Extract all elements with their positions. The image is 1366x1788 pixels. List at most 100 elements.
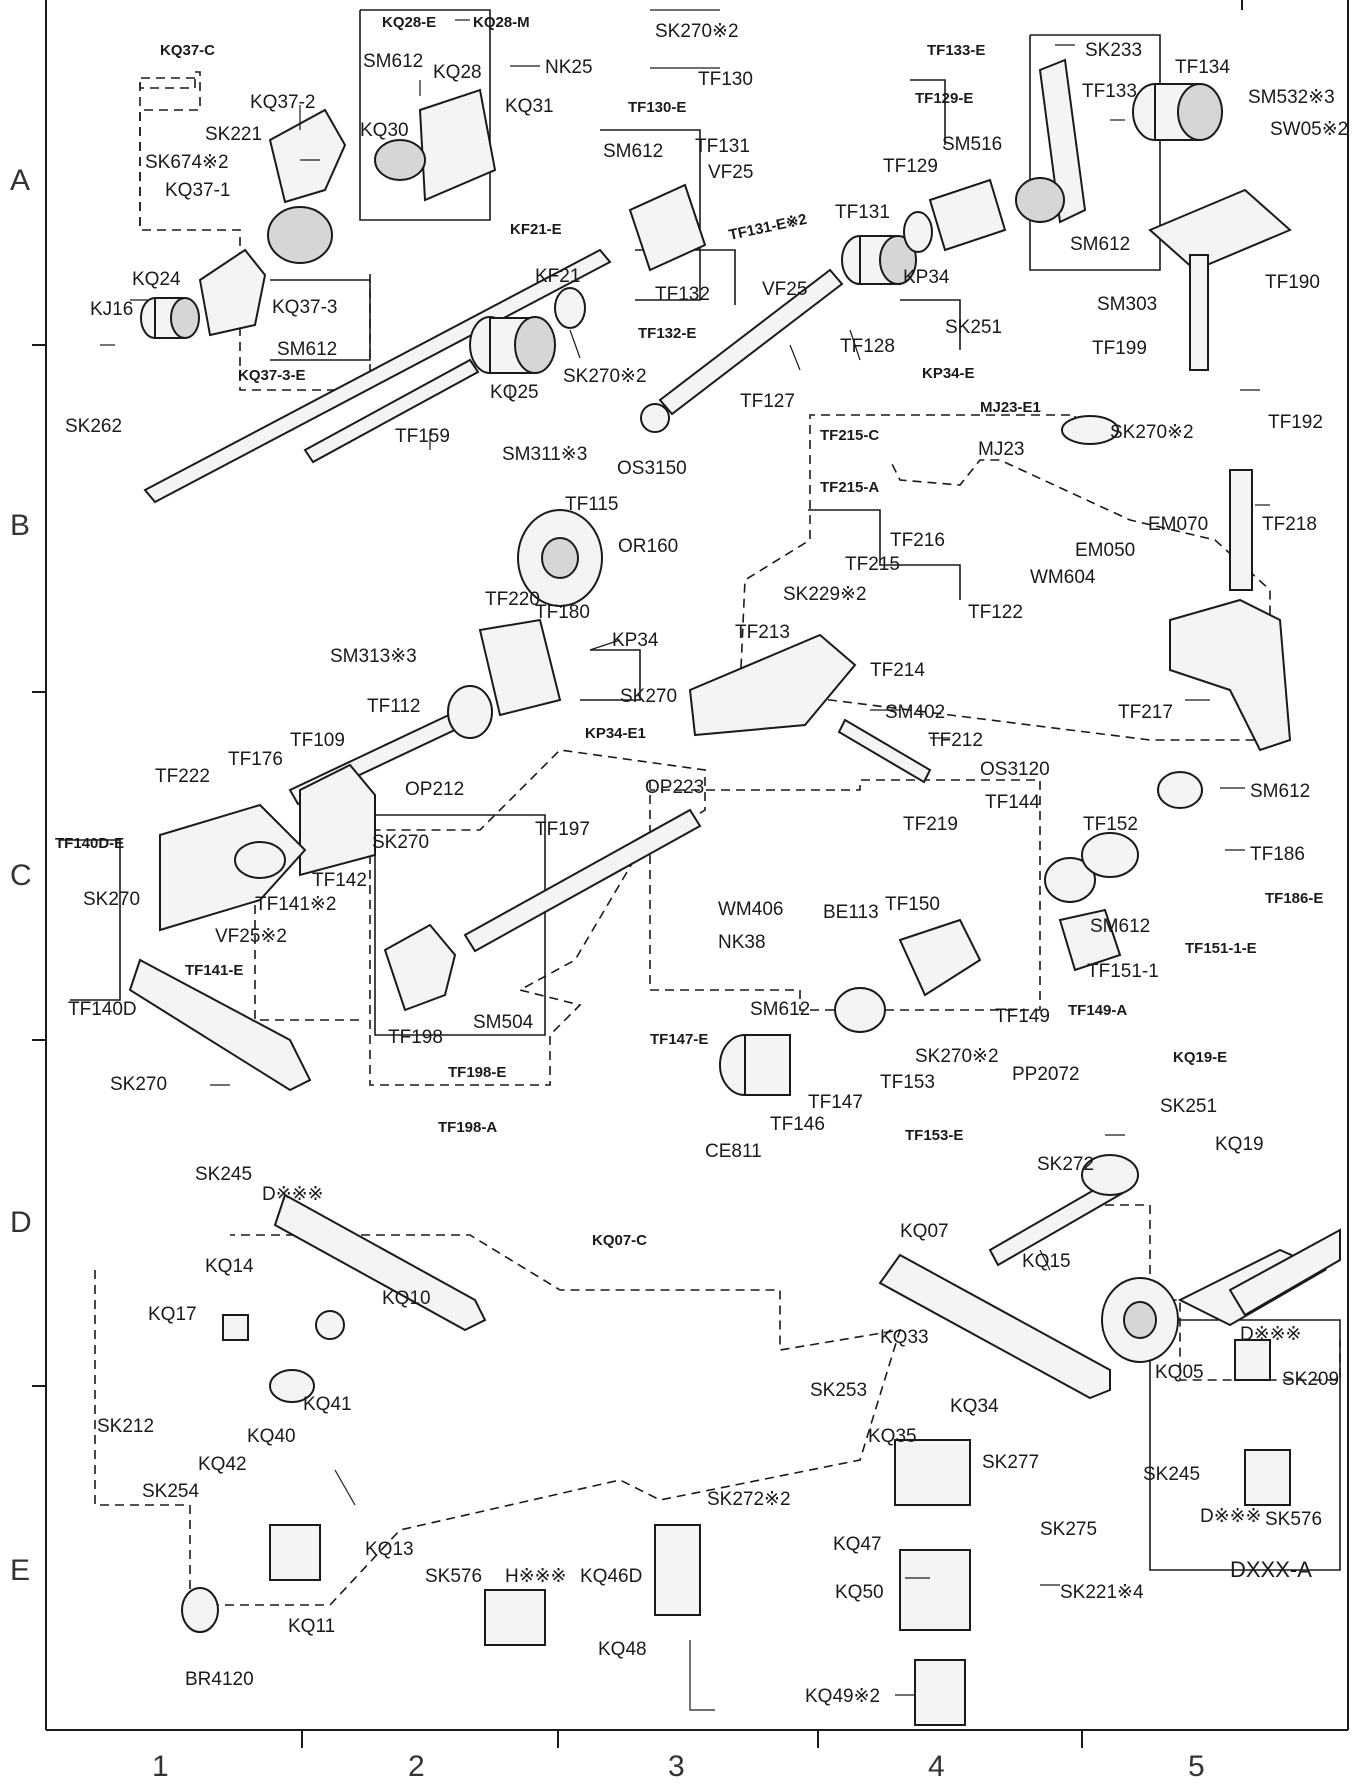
label-sm532x3: SM532※3 [1248,87,1335,108]
label-sk251-b: SK251 [1160,1096,1217,1117]
column-marker-2: 2 [408,1750,425,1783]
label-kq13: KQ13 [365,1539,414,1560]
label-tf130: TF130 [698,69,753,90]
label-or160: OR160 [618,536,678,557]
row-marker-a: A [10,164,30,197]
label-tf131x2-e: TF131-E※2 [727,211,808,244]
label-tf197: TF197 [535,819,590,840]
label-kq19-e: KQ19-E [1173,1049,1227,1066]
label-op223: OP223 [645,777,704,798]
label-sm612-b: SM612 [277,339,337,360]
label-kq37-3-e: KQ37-3-E [238,367,306,384]
label-kq50: KQ50 [835,1582,884,1603]
label-kq35: KQ35 [868,1426,917,1447]
label-tf144: TF144 [985,792,1040,813]
label-kq47: KQ47 [833,1534,882,1555]
label-mj23-e1: MJ23-E1 [980,399,1041,416]
label-kf21: KF21 [535,266,580,287]
label-kq15: KQ15 [1022,1251,1071,1272]
label-tf147-e: TF147-E [650,1031,708,1048]
label-kq28-e: KQ28-E [382,14,436,31]
label-kp34-e: KP34-E [922,365,975,382]
label-sm303: SM303 [1097,294,1157,315]
label-sk212: SK212 [97,1416,154,1437]
label-sk272x2: SK272※2 [707,1489,791,1510]
label-tf213: TF213 [735,622,790,643]
label-tf219: TF219 [903,814,958,835]
label-tf180: TF180 [535,602,590,623]
column-marker-4: 4 [928,1750,945,1783]
label-tf198-e: TF198-E [448,1064,506,1081]
label-tf199: TF199 [1092,338,1147,359]
label-pp2072: PP2072 [1012,1064,1080,1085]
mechanical-parts [128,58,1341,1726]
label-tf134: TF134 [1175,57,1230,78]
row-marker-b: B [10,509,30,542]
label-dxxx-b: D※※※ [1240,1324,1301,1345]
label-br4120: BR4120 [185,1669,254,1690]
label-sk270-a: SK270 [620,686,677,707]
label-sk221x4: SK221※4 [1060,1582,1144,1603]
label-tf130-e: TF130-E [628,99,686,116]
label-sk270-d: SK270 [110,1074,167,1095]
label-tf128: TF128 [840,336,895,357]
label-wm406: WM406 [718,899,783,920]
label-sm612-c: SM612 [603,141,663,162]
label-sk270x2-d: SK270※2 [915,1046,999,1067]
column-marker-3: 3 [668,1750,685,1783]
label-sk674x2: SK674※2 [145,152,229,173]
label-tf153: TF153 [880,1072,935,1093]
label-tf217: TF217 [1118,702,1173,723]
label-tf129: TF129 [883,156,938,177]
label-sm402: SM402 [885,702,945,723]
label-sm311x3: SM311※3 [502,444,587,465]
label-tf215-a: TF215-A [820,479,879,496]
label-kq37-1: KQ37-1 [165,180,230,201]
row-marker-e: E [10,1554,30,1587]
label-tf131-a: TF131 [695,136,750,157]
label-nk38: NK38 [718,932,766,953]
label-kq34: KQ34 [950,1396,999,1417]
label-kq49x2: KQ49※2 [805,1686,880,1707]
label-os3150: OS3150 [617,458,687,479]
label-dxxx-a-assembly: DXXX-A [1230,1557,1312,1582]
label-kq11: KQ11 [288,1616,335,1637]
page-frame [32,0,1349,1748]
label-tf146: TF146 [770,1114,825,1135]
label-sk275: SK275 [1040,1519,1097,1540]
label-kp34-b: KP34 [612,630,659,651]
label-tf132: TF132 [655,284,710,305]
label-sk253: SK253 [810,1380,867,1401]
label-kq28: KQ28 [433,62,482,83]
label-os3120: OS3120 [980,759,1050,780]
label-sk229x2: SK229※2 [783,584,867,605]
label-tf152: TF152 [1083,814,1138,835]
label-dxxx-c: D※※※ [1200,1506,1261,1527]
label-kp34-e1: KP34-E1 [585,725,646,742]
label-tf215: TF215 [845,554,900,575]
label-tf141-e: TF141-E [185,962,243,979]
label-op212: OP212 [405,779,464,800]
label-sk245-b: SK245 [1143,1464,1200,1485]
row-marker-c: C [10,859,32,892]
label-tf150: TF150 [885,894,940,915]
label-wm604: WM604 [1030,567,1096,588]
label-sm612-e: SM612 [1250,781,1310,802]
label-tf133: TF133 [1082,81,1137,102]
label-tf215-c: TF215-C [820,427,879,444]
label-tf151-1: TF151-1 [1087,961,1159,982]
label-tf159: TF159 [395,426,450,447]
label-sk270x2-c: SK270※2 [1110,422,1194,443]
label-vf25x2: VF25※2 [215,926,287,947]
label-sk576-a: SK576 [425,1566,482,1587]
row-marker-d: D [10,1206,32,1239]
label-kf21-e: KF21-E [510,221,562,238]
label-be113: BE113 [823,902,879,923]
label-tf115: TF115 [565,494,619,515]
label-sk270-c: SK270 [83,889,140,910]
label-tf149-a: TF149-A [1068,1002,1127,1019]
label-tf216: TF216 [890,530,945,551]
label-kq24: KQ24 [132,269,181,290]
column-marker-1: 1 [152,1750,169,1783]
label-tf212: TF212 [928,730,983,751]
